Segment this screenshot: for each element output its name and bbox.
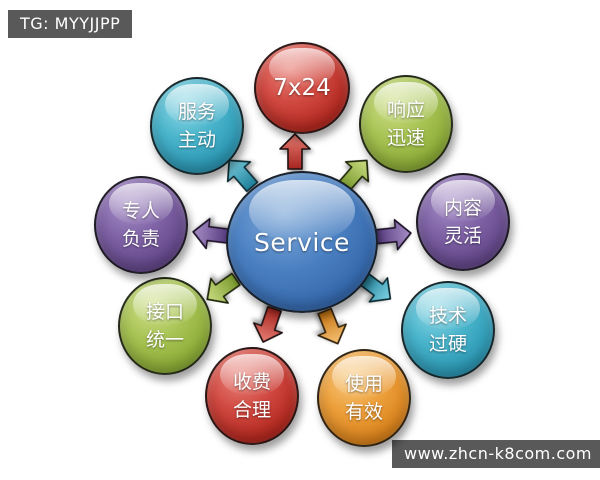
- node-label-line2: 灵活: [443, 225, 482, 247]
- node-label-line2: 负责: [121, 228, 160, 250]
- node-label-line1: 技术: [428, 305, 467, 327]
- arrow-to-shoufei-heli: [253, 305, 284, 343]
- arrow-to-neirong-linghuo: [374, 218, 412, 251]
- website-badge-label: www.zhcn-k8com.com: [404, 444, 592, 463]
- arrow-to-7x24: [279, 133, 311, 170]
- arrow-to-jiekou-tongyi: [206, 272, 241, 304]
- node-shoufei-heli: 收费 合理: [205, 347, 299, 445]
- node-label-line1: 响应: [386, 99, 425, 121]
- node-label-line1: 收费: [232, 371, 271, 393]
- node-zhuanren-fuze: 专人 负责: [94, 176, 188, 274]
- node-label-line2: 主动: [177, 129, 216, 151]
- node-label-line1: 内容: [443, 197, 482, 219]
- node-label-line1: 专人: [121, 200, 160, 222]
- center-node-service: Service: [226, 171, 378, 313]
- telegram-badge: TG: MYYJJPP: [8, 10, 133, 38]
- arrow-to-shiyong-youxiao: [317, 307, 347, 345]
- node-label-line1: 服务: [177, 101, 216, 123]
- website-badge: www.zhcn-k8com.com: [392, 440, 600, 468]
- node-label-line2: 有效: [344, 401, 383, 423]
- node-shiyong-youxiao: 使用 有效: [317, 349, 411, 447]
- node-label-line1: 使用: [344, 373, 383, 395]
- node-jishu-guoying: 技术 过硬: [401, 281, 495, 379]
- node-jiekou-tongyi: 接口 统一: [118, 277, 212, 375]
- node-7x24-label: 7x24: [273, 75, 331, 101]
- center-node-label: Service: [254, 227, 350, 257]
- node-label-line2: 过硬: [428, 333, 467, 355]
- node-label-line1: 接口: [145, 301, 184, 323]
- node-label-line2: 统一: [145, 329, 184, 351]
- node-label-line2: 合理: [232, 399, 271, 421]
- node-xiangying-xunsu: 响应 迅速: [359, 75, 453, 173]
- telegram-badge-label: TG: MYYJJPP: [20, 14, 121, 33]
- node-7x24: 7x24: [254, 42, 350, 134]
- node-neirong-linghuo: 内容 灵活: [416, 173, 510, 271]
- node-label-line2: 迅速: [386, 127, 425, 149]
- node-fuwu-zhudong: 服务 主动: [150, 77, 244, 175]
